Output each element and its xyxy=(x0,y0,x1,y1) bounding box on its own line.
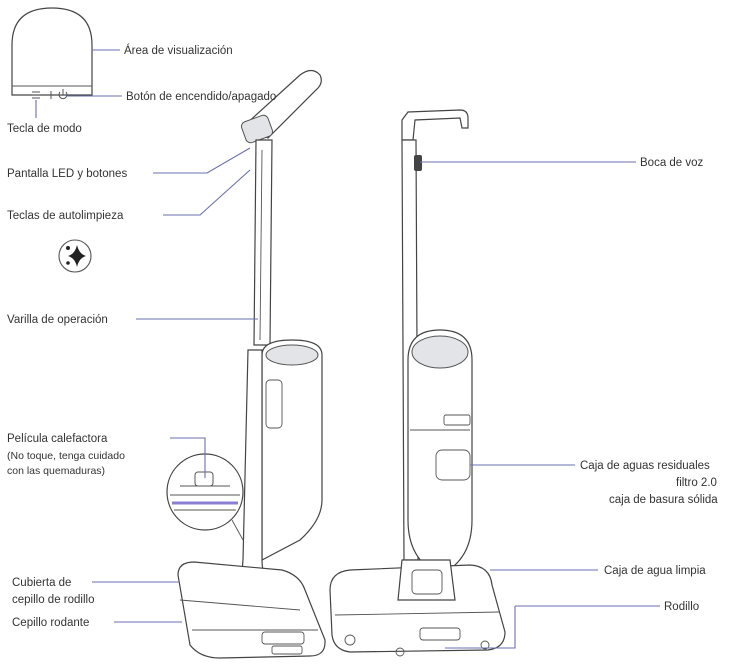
display-panel-illustration xyxy=(11,7,93,100)
vacuum-front-view xyxy=(329,109,506,657)
leader-lines xyxy=(35,49,660,649)
mode-key-label: Tecla de modo xyxy=(7,123,82,135)
clean-water-box-label: Caja de agua limpia xyxy=(604,565,706,577)
roller-label: Rodillo xyxy=(664,601,699,613)
heating-film-label: Película calefactora xyxy=(7,433,108,445)
heating-film-zoom xyxy=(166,453,244,541)
operation-rod-label: Varilla de operación xyxy=(7,314,108,326)
self-clean-keys-label: Teclas de autolimpieza xyxy=(7,210,124,222)
voice-port-label: Boca de voz xyxy=(640,157,704,169)
power-icon xyxy=(58,89,68,100)
heating-film-warning-1: (No toque, tenga cuidado xyxy=(7,450,125,462)
led-screen-label: Pantalla LED y botones xyxy=(7,168,127,180)
heating-film-warning-2: con las quemaduras) xyxy=(7,465,105,477)
vacuum-side-view xyxy=(177,69,326,659)
power-button-label: Botón de encendido/apagado xyxy=(126,91,276,103)
rolling-brush-label: Cepillo rodante xyxy=(12,617,89,629)
sparkle-icon xyxy=(58,239,92,273)
waste-box-label-2: filtro 2.0 xyxy=(676,477,717,489)
waste-box-label-3: caja de basura sólida xyxy=(609,494,718,506)
display-area-label: Área de visualización xyxy=(124,44,233,57)
brush-cover-label-1: Cubierta de xyxy=(12,577,71,589)
mode-icon xyxy=(32,91,40,99)
waste-box-label-1: Caja de aguas residuales xyxy=(580,460,710,472)
brush-cover-label-2: cepillo de rodillo xyxy=(12,594,94,606)
